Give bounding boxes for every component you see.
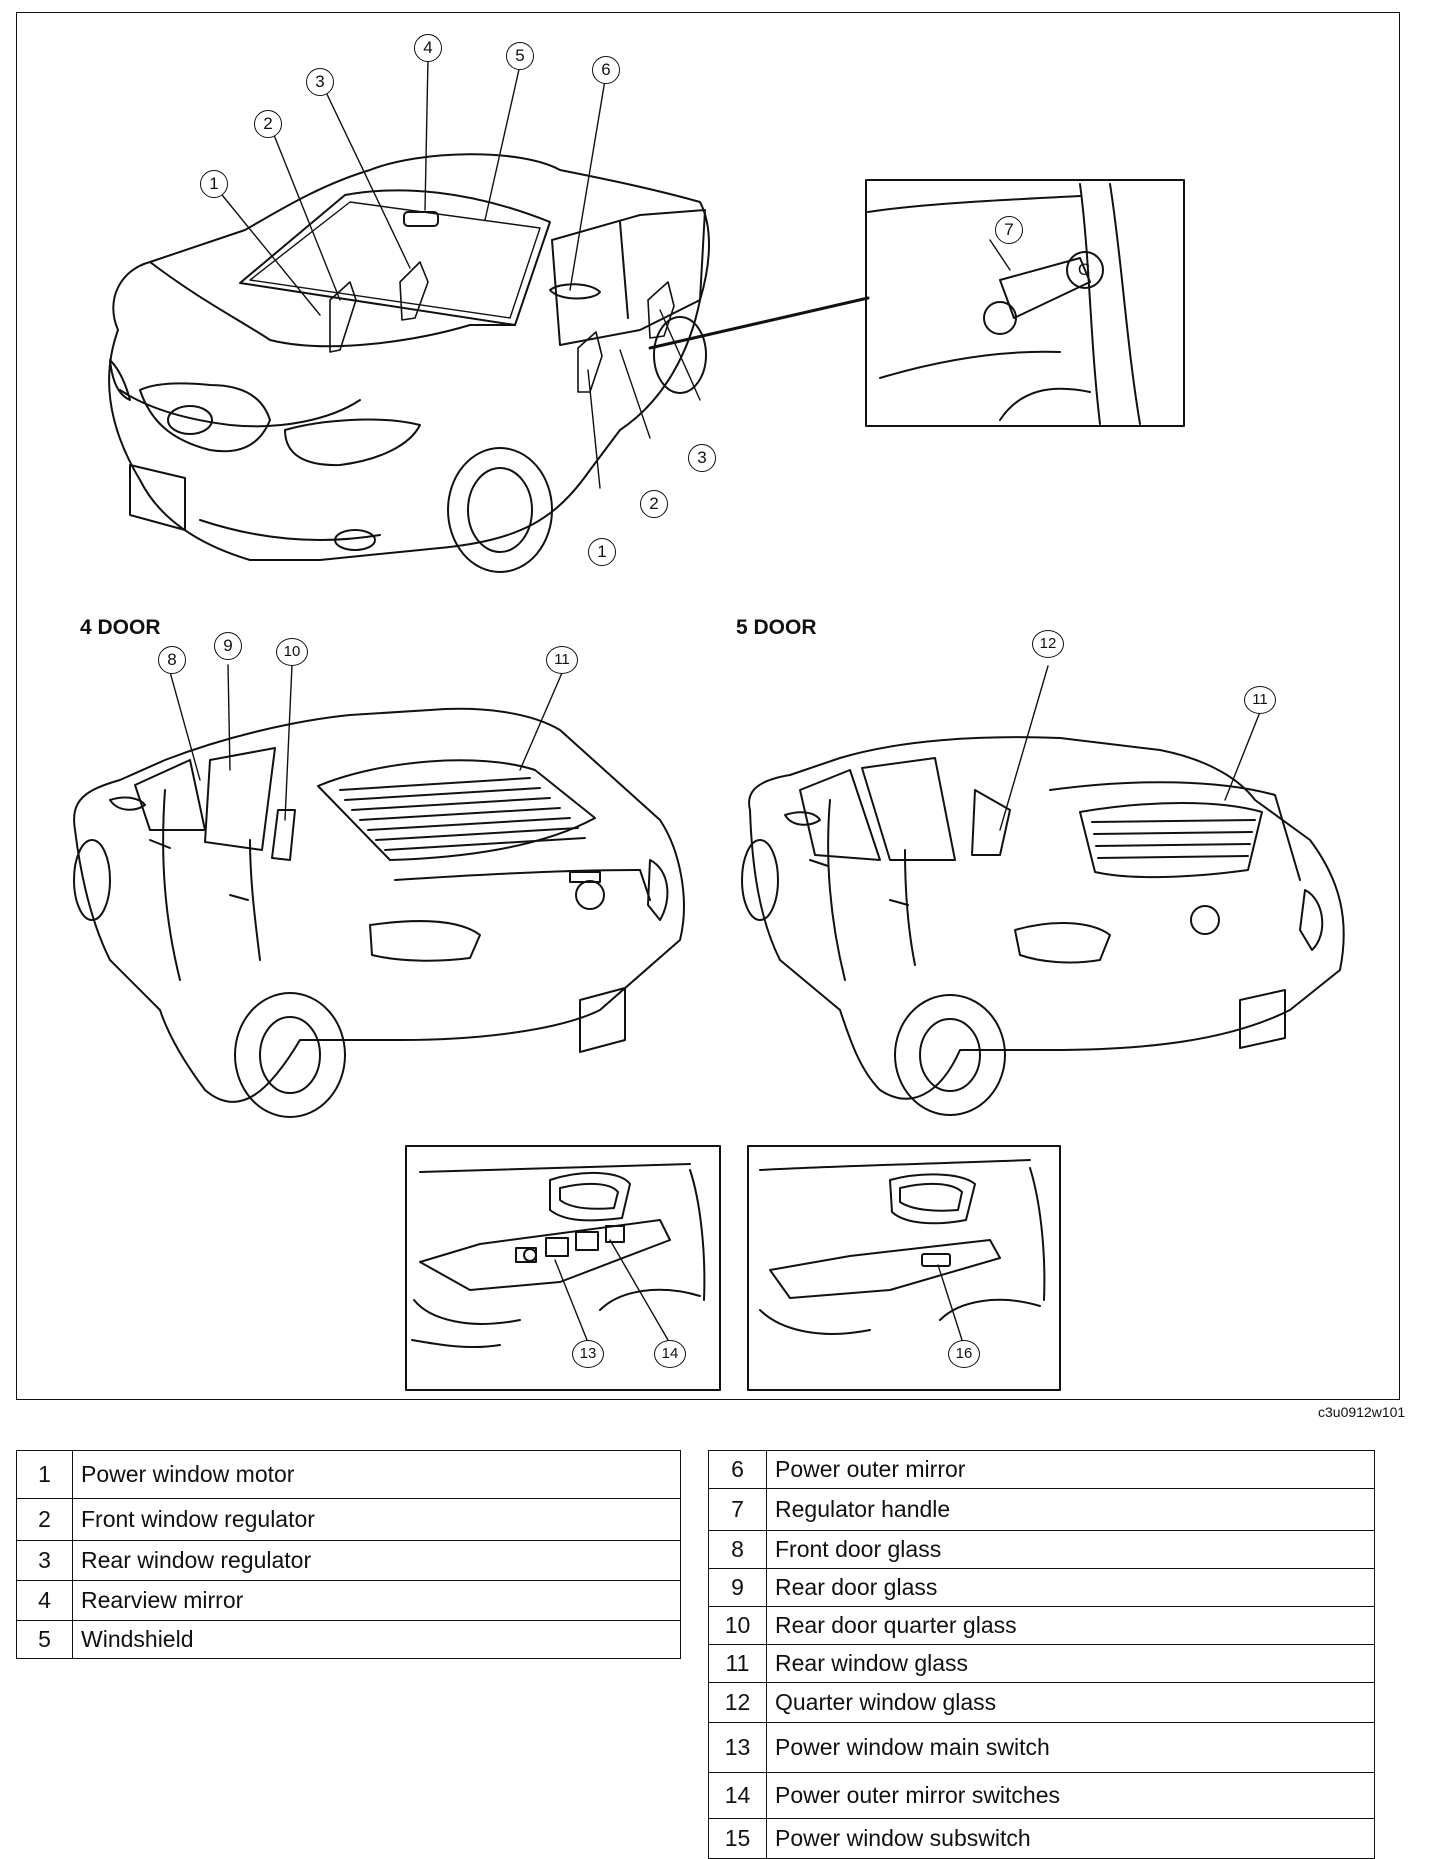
callout-12: 12 [1032,630,1064,658]
callout-1-top: 1 [200,170,228,198]
legend-label: Windshield [72,1620,681,1659]
legend-label: Power outer mirror switches [766,1772,1375,1819]
callout-5: 5 [506,42,534,70]
callout-2-door: 2 [640,490,668,518]
legend-number: 14 [708,1772,767,1819]
legend-row: 13 Power window main switch [708,1722,1375,1773]
legend-row: 7 Regulator handle [708,1488,1375,1531]
four-door-label: 4 DOOR [80,616,161,639]
callout-7: 7 [995,216,1023,244]
image-code: c3u0912w101 [1318,1404,1406,1420]
legend-number: 1 [16,1450,73,1499]
legend-row: 15 Power window subswitch [708,1818,1375,1859]
regulator-handle-inset [865,179,1185,427]
main-switch-inset [405,1145,721,1391]
legend-number: 2 [16,1498,73,1541]
legend-label: Rearview mirror [72,1580,681,1621]
callout-9: 9 [214,632,242,660]
callout-2-top: 2 [254,110,282,138]
legend-label: Power outer mirror [766,1450,1375,1489]
legend-row: 4 Rearview mirror [16,1580,681,1621]
legend-label: Rear door quarter glass [766,1606,1375,1645]
legend-row: 11 Rear window glass [708,1644,1375,1683]
callout-11-5door: 11 [1244,686,1276,714]
legend-row: 3 Rear window regulator [16,1540,681,1581]
legend-number: 15 [708,1818,767,1859]
handle-mark: C [1077,260,1091,279]
callout-13: 13 [572,1340,604,1368]
legend-label: Rear door glass [766,1568,1375,1607]
legend-label: Power window main switch [766,1722,1375,1773]
callout-6: 6 [592,56,620,84]
legend-number: 13 [708,1722,767,1773]
legend-row: 12 Quarter window glass [708,1682,1375,1723]
legend-row: 1 Power window motor [16,1450,681,1499]
callout-3-top: 3 [306,68,334,96]
legend-label: Power window motor [72,1450,681,1499]
legend-number: 11 [708,1644,767,1683]
legend-number: 9 [708,1568,767,1607]
callout-14: 14 [654,1340,686,1368]
callout-11-4door: 11 [546,646,578,674]
diagram-frame [16,12,1400,1400]
legend-row: 5 Windshield [16,1620,681,1659]
legend-label: Rear window glass [766,1644,1375,1683]
legend-label: Front window regulator [72,1498,681,1541]
legend-number: 3 [16,1540,73,1581]
callout-3-door: 3 [688,444,716,472]
callout-4: 4 [414,34,442,62]
legend-label: Quarter window glass [766,1682,1375,1723]
five-door-rear-drawing [741,736,1345,1116]
legend-row: 8 Front door glass [708,1530,1375,1569]
legend-number: 7 [708,1488,767,1531]
legend-row: 10 Rear door quarter glass [708,1606,1375,1645]
callout-8: 8 [158,646,186,674]
legend-row: 2 Front window regulator [16,1498,681,1541]
legend-number: 12 [708,1682,767,1723]
callout-1-door: 1 [588,538,616,566]
legend-row: 6 Power outer mirror [708,1450,1375,1489]
subswitch-inset [747,1145,1061,1391]
legend-table-left: 1 Power window motor 2 Front window regu… [16,1450,681,1659]
legend-number: 5 [16,1620,73,1659]
five-door-label: 5 DOOR [736,616,817,639]
callout-10: 10 [276,638,308,666]
callout-16: 16 [948,1340,980,1368]
legend-row: 14 Power outer mirror switches [708,1772,1375,1819]
legend-row: 9 Rear door glass [708,1568,1375,1607]
legend-table-right: 6 Power outer mirror 7 Regulator handle … [708,1450,1375,1859]
front-sedan-drawing [108,153,870,573]
four-door-rear-drawing [73,707,685,1118]
legend-number: 4 [16,1580,73,1621]
legend-number: 8 [708,1530,767,1569]
legend-number: 6 [708,1450,767,1489]
legend-label: Front door glass [766,1530,1375,1569]
legend-label: Power window subswitch [766,1818,1375,1859]
legend-label: Rear window regulator [72,1540,681,1581]
callout-leaders [169,57,1261,1341]
legend-number: 10 [708,1606,767,1645]
legend-label: Regulator handle [766,1488,1375,1531]
